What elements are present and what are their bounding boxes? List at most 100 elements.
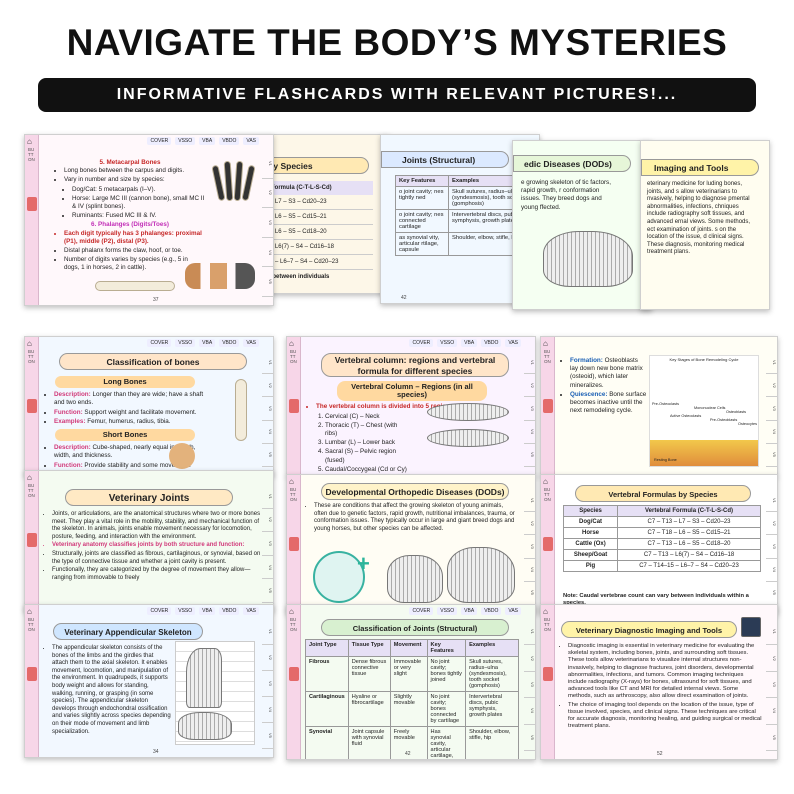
bookmark-icon[interactable] [543, 537, 553, 551]
home-icon[interactable]: ⌂ [27, 137, 32, 146]
tab-v4[interactable]: V4 [262, 421, 273, 444]
tab-v3[interactable]: V3 [766, 535, 777, 559]
nav-cover[interactable]: COVER [147, 607, 172, 615]
nav-vba[interactable]: VBA [461, 339, 478, 347]
home-icon[interactable]: ⌂ [543, 607, 548, 616]
tab-v2[interactable]: V2 [524, 512, 535, 536]
tab-v5[interactable]: V5 [262, 723, 273, 749]
nav-vbdo[interactable]: VBDO [219, 339, 240, 347]
tab-v4[interactable]: V4 [524, 421, 535, 444]
tab-v3[interactable]: V3 [262, 208, 273, 238]
tab-v3[interactable]: V3 [524, 397, 535, 421]
tab-v5[interactable]: V5 [524, 582, 535, 606]
home-icon[interactable]: ⌂ [27, 607, 32, 616]
bookmark-icon[interactable] [27, 533, 37, 547]
tab-v4[interactable]: V4 [524, 559, 535, 582]
tab-v5[interactable]: V5 [262, 444, 273, 468]
tab-v2[interactable]: V2 [524, 374, 535, 398]
home-icon[interactable]: ⌂ [289, 607, 294, 616]
tab-v1[interactable]: V1 [262, 351, 273, 375]
tab-v1[interactable]: V1 [766, 619, 777, 646]
bookmark-icon[interactable] [543, 399, 553, 413]
bookmark-icon[interactable] [27, 197, 37, 211]
tab-v2[interactable]: V2 [766, 645, 777, 672]
nav-cover[interactable]: COVER [147, 339, 172, 347]
tab-v2[interactable]: V2 [262, 645, 273, 671]
remodeling-diagram: Key Stages of Bone Remodeling Cycle Pre-… [649, 355, 759, 467]
tab-v2[interactable]: V2 [262, 509, 273, 533]
tab-v3[interactable]: V3 [262, 397, 273, 421]
nav-cover[interactable]: COVER [409, 607, 434, 615]
tab-v1[interactable]: V1 [262, 149, 273, 179]
tab-v1[interactable]: V1 [524, 489, 535, 513]
tab-v5[interactable]: V5 [262, 267, 273, 297]
tab-v4[interactable]: V4 [262, 556, 273, 580]
tab-v1[interactable]: V1 [524, 619, 535, 646]
tab-v1[interactable]: V1 [766, 351, 777, 375]
nav-vba[interactable]: VBA [199, 137, 216, 145]
nav-cover[interactable]: COVER [147, 137, 172, 145]
nav-vsso[interactable]: VSSO [175, 339, 196, 347]
diagram-title: Key Stages of Bone Remodeling Cycle [669, 357, 739, 362]
tab-v1[interactable]: V1 [262, 485, 273, 509]
nav-vba[interactable]: VBA [199, 607, 216, 615]
nav-vba[interactable]: VBA [461, 607, 478, 615]
nav-vas[interactable]: VAS [243, 607, 259, 615]
nav-vba[interactable]: VBA [199, 339, 216, 347]
tab-v4[interactable]: V4 [262, 238, 273, 268]
home-icon[interactable]: ⌂ [543, 477, 548, 486]
nav-vas[interactable]: VAS [243, 137, 259, 145]
tab-v2[interactable]: V2 [766, 374, 777, 398]
section-heading: Long Bones [55, 376, 195, 389]
nav-vsso[interactable]: VSSO [175, 607, 196, 615]
tab-v4[interactable]: V4 [262, 697, 273, 723]
tab-v5[interactable]: V5 [766, 725, 777, 752]
nav-cover[interactable]: COVER [409, 339, 434, 347]
home-icon[interactable]: ⌂ [27, 473, 32, 482]
tab-v2[interactable]: V2 [524, 645, 535, 672]
tab-v5[interactable]: V5 [262, 579, 273, 603]
tab-v2[interactable]: V2 [766, 512, 777, 536]
nav-vsso[interactable]: VSSO [175, 137, 196, 145]
tab-v4[interactable]: V4 [766, 559, 777, 582]
list-item: Functionally, they are categorized by th… [52, 567, 261, 582]
bookmark-icon[interactable] [289, 667, 299, 681]
tab-v2[interactable]: V2 [262, 374, 273, 398]
tab-v3[interactable]: V3 [766, 397, 777, 421]
tab-v5[interactable]: V5 [524, 444, 535, 468]
tab-v1[interactable]: V1 [524, 351, 535, 375]
nav-vsso[interactable]: VSSO [437, 607, 458, 615]
tab-v4[interactable]: V4 [524, 698, 535, 725]
nav-vbdo[interactable]: VBDO [219, 137, 240, 145]
home-icon[interactable]: ⌂ [289, 477, 294, 486]
tab-v5[interactable]: V5 [524, 725, 535, 752]
tab-v5[interactable]: V5 [766, 444, 777, 468]
tab-v4[interactable]: V4 [766, 421, 777, 444]
nav-vbdo[interactable]: VBDO [481, 339, 502, 347]
home-icon[interactable]: ⌂ [289, 339, 294, 348]
bookmark-icon[interactable] [289, 399, 299, 413]
tab-v3[interactable]: V3 [524, 535, 535, 559]
home-icon[interactable]: ⌂ [543, 339, 548, 348]
bookmark-icon[interactable] [289, 537, 299, 551]
tab-v3[interactable]: V3 [262, 532, 273, 556]
bookmark-icon[interactable] [27, 667, 37, 681]
nav-vas[interactable]: VAS [505, 339, 521, 347]
tab-v3[interactable]: V3 [766, 672, 777, 699]
tab-v1[interactable]: V1 [766, 489, 777, 513]
tab-v2[interactable]: V2 [262, 179, 273, 209]
nav-vsso[interactable]: VSSO [437, 339, 458, 347]
home-icon[interactable]: ⌂ [27, 339, 32, 348]
nav-vas[interactable]: VAS [505, 607, 521, 615]
tab-v3[interactable]: V3 [524, 672, 535, 699]
nav-vbdo[interactable]: VBDO [219, 607, 240, 615]
tab-v5[interactable]: V5 [766, 582, 777, 606]
tab-v1[interactable]: V1 [262, 619, 273, 645]
bookmark-icon[interactable] [543, 667, 553, 681]
tab-v4[interactable]: V4 [766, 698, 777, 725]
bookmark-icon[interactable] [27, 399, 37, 413]
tab-v3[interactable]: V3 [262, 671, 273, 697]
nav-vas[interactable]: VAS [243, 339, 259, 347]
nav-vbdo[interactable]: VBDO [481, 607, 502, 615]
list-item: Thoracic (T) – Chest (with ribs) [325, 422, 407, 438]
